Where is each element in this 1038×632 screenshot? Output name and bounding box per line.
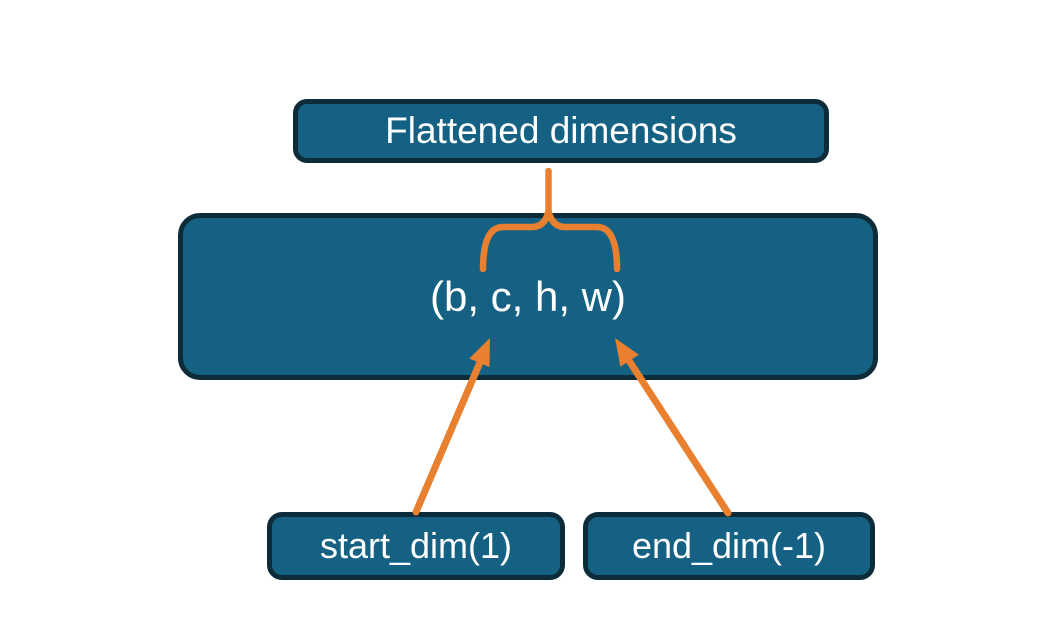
end-dim-box: end_dim(-1) [583,512,875,580]
start-dim-arrow [412,356,485,516]
start-dim-label: start_dim(1) [319,525,513,566]
end-dim-arrow [624,355,732,517]
tensor-shape-box: (b, c, h, w) [178,213,878,380]
start-dim-box: start_dim(1) [267,512,565,580]
end-dim-label: end_dim(-1) [631,525,827,566]
flattened-dimensions-box: Flattened dimensions [293,99,829,163]
flattened-dimensions-label: Flattened dimensions [385,110,737,151]
tensor-shape-label: (b, c, h, w) [429,272,627,320]
